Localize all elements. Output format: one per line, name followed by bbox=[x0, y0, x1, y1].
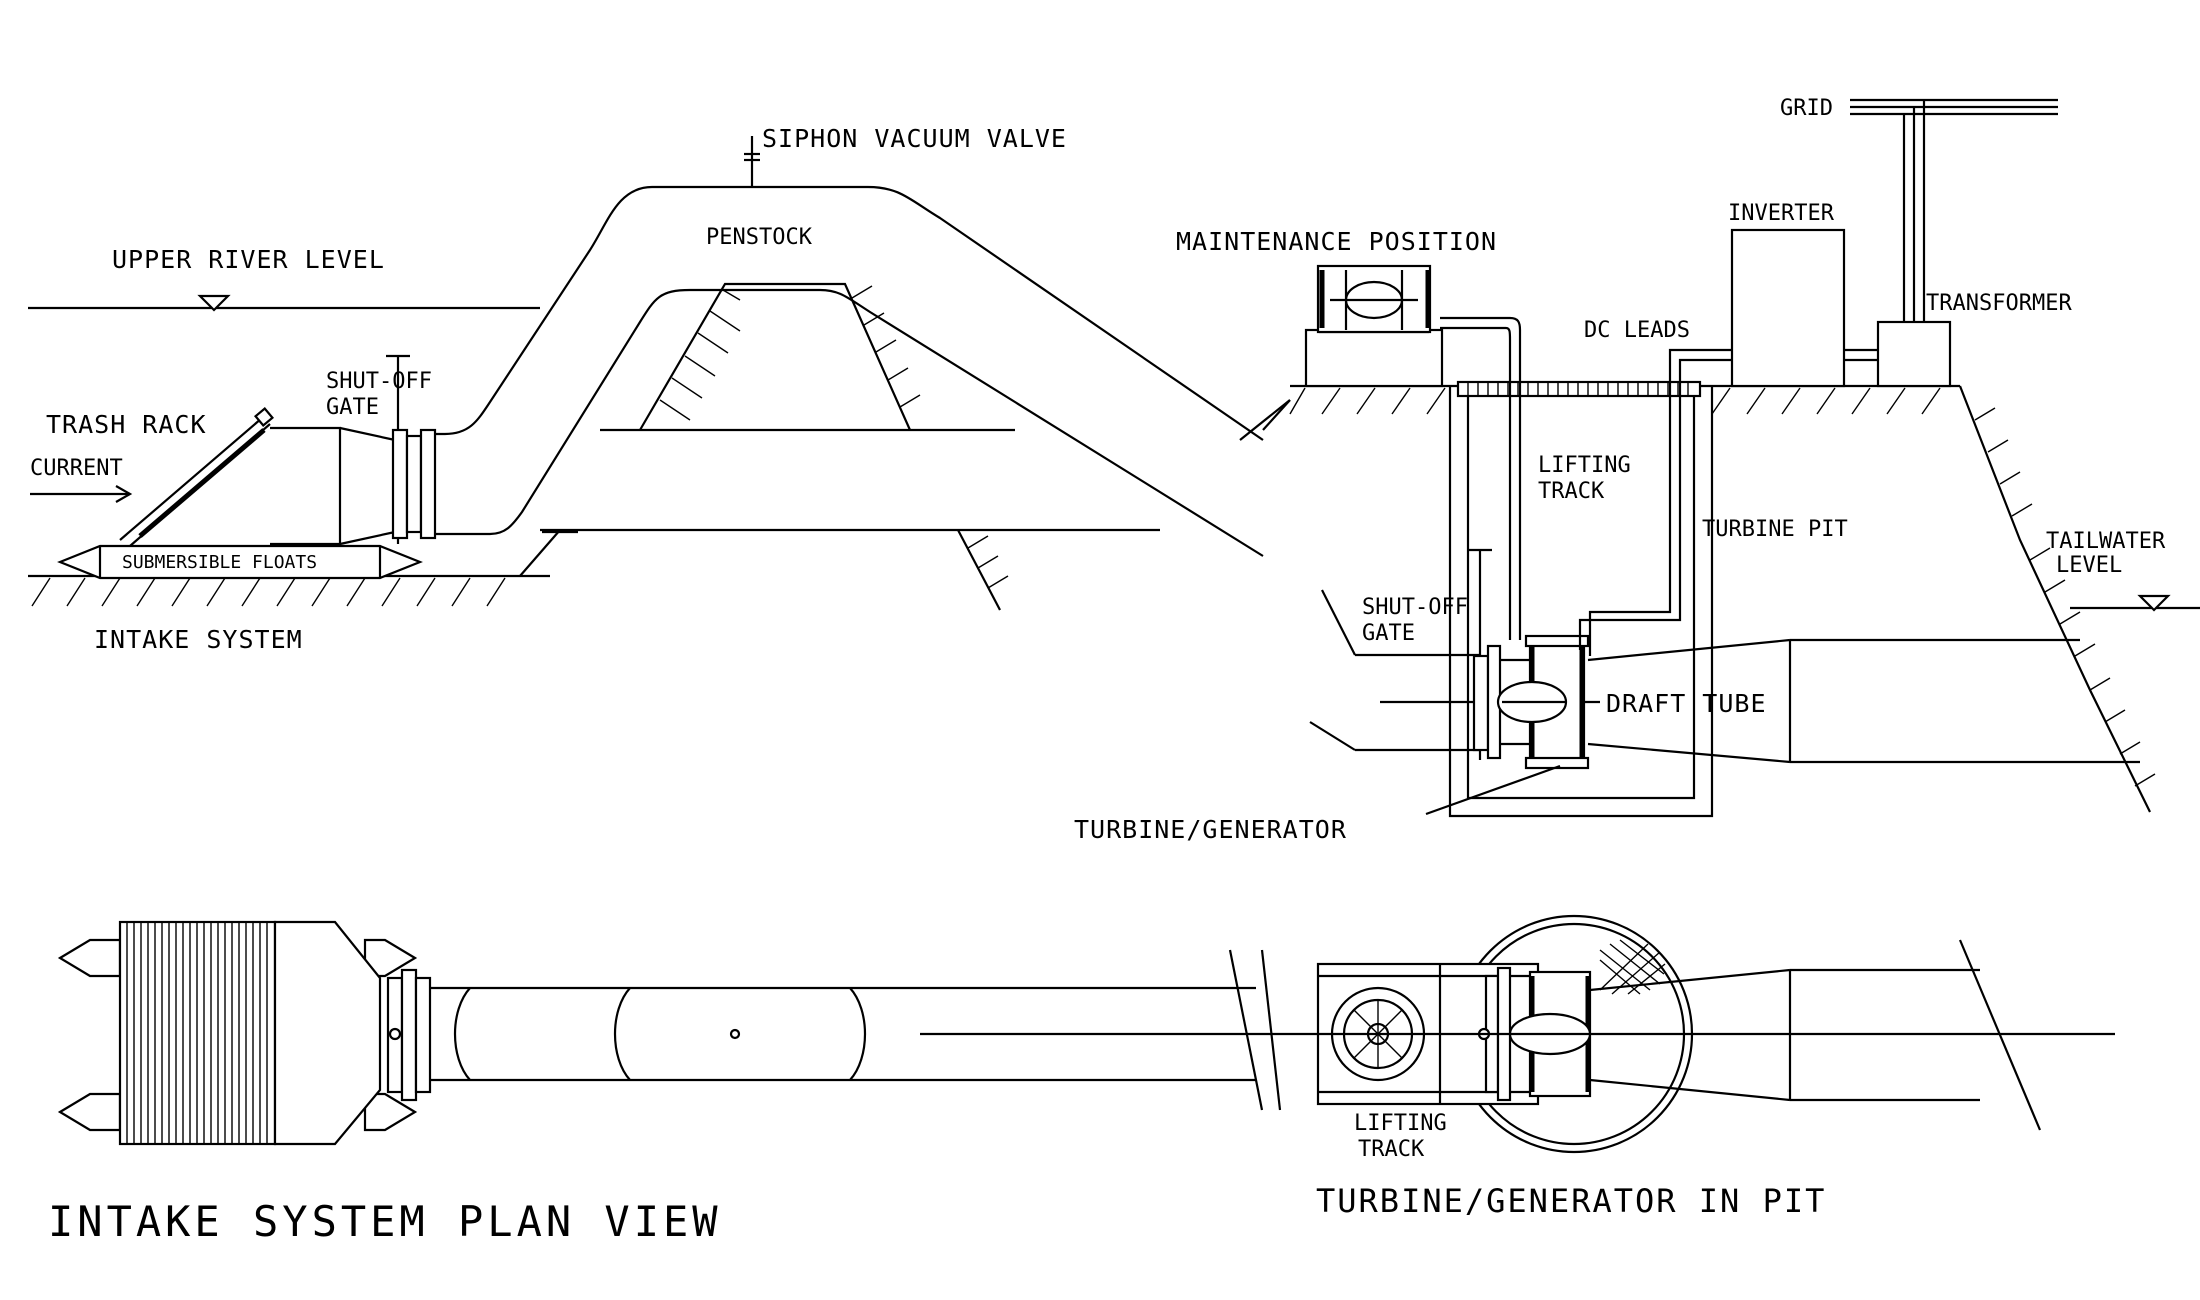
dam-embankment bbox=[519, 282, 1160, 611]
trash-rack bbox=[119, 406, 275, 547]
inverter-label: INVERTER bbox=[1728, 201, 1835, 226]
siphon-vacuum-valve-label: SIPHON VACUUM VALVE bbox=[762, 124, 1067, 153]
ground-hatching bbox=[1289, 387, 1941, 415]
grid-label: GRID bbox=[1780, 96, 1833, 121]
lifting-track-section bbox=[1440, 316, 1522, 640]
current-arrow bbox=[30, 485, 133, 503]
shut-off-gate-label-1: SHUT-OFF bbox=[326, 369, 432, 394]
plan-lifting-track-label-2: TRACK bbox=[1358, 1137, 1425, 1162]
turbine-pit-outer-wall bbox=[1448, 386, 1714, 818]
turbine-pit-section-view bbox=[1289, 98, 2200, 818]
penstock-inner-wall bbox=[435, 288, 1264, 557]
current-label: CURRENT bbox=[30, 456, 123, 481]
grid-lines bbox=[1850, 98, 2058, 322]
tailwater-level-symbol bbox=[2137, 594, 2171, 612]
lifting-track-label-1: LIFTING bbox=[1538, 453, 1631, 478]
pit-shut-off-gate bbox=[1468, 548, 1502, 760]
turbine-pit-inner-wall bbox=[1466, 396, 1696, 800]
maintenance-position-label: MAINTENANCE POSITION bbox=[1176, 227, 1497, 256]
transformer-label: TRANSFORMER bbox=[1926, 291, 2072, 316]
float-nose-top-left bbox=[57, 938, 122, 978]
tailwater-level-label-2: LEVEL bbox=[2056, 553, 2122, 578]
draft-tube-section bbox=[1587, 638, 2140, 764]
siphon-vacuum-valve bbox=[744, 136, 760, 187]
intake-section-view bbox=[28, 136, 1291, 611]
intake-system-plan-view-label: INTAKE SYSTEM PLAN VIEW bbox=[48, 1197, 722, 1246]
turbine-pit-label: TURBINE PIT bbox=[1702, 517, 1848, 542]
float-nose-bottom-left bbox=[57, 1092, 122, 1132]
draft-tube-label: DRAFT TUBE bbox=[1606, 689, 1767, 718]
penstock-outer-wall bbox=[435, 185, 1264, 441]
dc-leads-label: DC LEADS bbox=[1584, 318, 1690, 343]
pit-shut-off-gate-label-2: GATE bbox=[1362, 621, 1415, 646]
intake-system-label: INTAKE SYSTEM bbox=[94, 625, 303, 654]
pit-cover-grating bbox=[1456, 380, 1702, 398]
dc-leads bbox=[1578, 348, 1732, 656]
penstock-label: PENSTOCK bbox=[706, 225, 813, 250]
pit-shut-off-gate-label-1: SHUT-OFF bbox=[1362, 595, 1468, 620]
river-bed-hatching bbox=[31, 577, 506, 607]
lifting-track-label-2: TRACK bbox=[1538, 479, 1605, 504]
right-embankment bbox=[1958, 385, 2151, 813]
upper-river-level-label: UPPER RIVER LEVEL bbox=[112, 245, 385, 274]
turbine-generator-section bbox=[1496, 634, 1590, 770]
submersible-floats-label: SUBMERSIBLE FLOATS bbox=[122, 552, 317, 573]
shut-off-gate-label-2: GATE bbox=[326, 395, 379, 420]
maintenance-position-unit bbox=[1304, 264, 1444, 388]
trash-rack-label: TRASH RACK bbox=[46, 410, 207, 439]
upper-water-level-symbol bbox=[197, 294, 231, 312]
turbine-generator-in-pit-label: TURBINE/GENERATOR IN PIT bbox=[1316, 1182, 1826, 1220]
turbine-generator-label: TURBINE/GENERATOR bbox=[1074, 815, 1347, 844]
dam-hatching bbox=[659, 285, 1009, 589]
intake-bell-plan bbox=[273, 920, 382, 1146]
intake-plan-view bbox=[57, 920, 1264, 1146]
float-nose-bottom-right bbox=[363, 1092, 418, 1132]
turbine-generator-leader bbox=[1425, 764, 1561, 816]
tailwater-level-label-1: TAILWATER bbox=[2046, 529, 2166, 554]
intake-transition bbox=[270, 426, 342, 546]
inverter-box bbox=[1730, 228, 1846, 388]
penstock-plan bbox=[430, 949, 1264, 1111]
turbine-pit-plan-view bbox=[920, 914, 2115, 1154]
plan-lifting-track-label-1: LIFTING bbox=[1354, 1111, 1447, 1136]
intake-shut-off-gate bbox=[386, 354, 437, 544]
transformer-box bbox=[1876, 320, 1952, 388]
